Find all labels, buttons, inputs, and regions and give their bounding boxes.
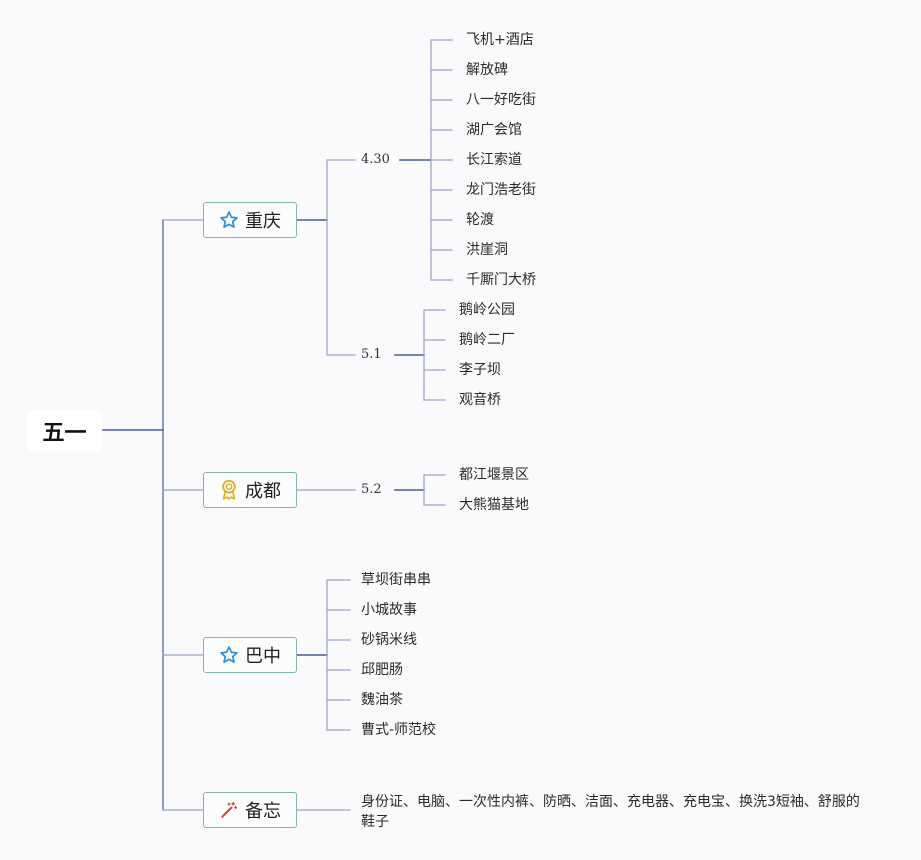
branch-memo[interactable]: 备忘: [203, 792, 297, 828]
date-node-5-2[interactable]: 5.2: [361, 482, 382, 497]
date-node-5-1[interactable]: 5.1: [361, 347, 382, 362]
topic-item[interactable]: 解放碑: [466, 62, 508, 78]
topic-item[interactable]: 砂锅米线: [361, 632, 417, 648]
star-icon: [219, 210, 239, 230]
star-icon: [219, 645, 239, 665]
branch-label: 巴中: [245, 646, 281, 667]
topic-item[interactable]: 湖广会馆: [466, 122, 522, 138]
topic-item[interactable]: 鹅岭二厂: [459, 332, 515, 348]
branch-label: 备忘: [245, 801, 281, 822]
branch-bazhong[interactable]: 巴中: [203, 637, 297, 673]
memo-text[interactable]: 身份证、电脑、一次性内裤、防晒、洁面、充电器、充电宝、换洗3短袖、舒服的鞋子: [361, 794, 860, 830]
topic-item[interactable]: 大熊猫基地: [459, 497, 529, 513]
topic-item[interactable]: 八一好吃街: [466, 92, 536, 108]
topic-item[interactable]: 都江堰景区: [459, 467, 529, 483]
branch-label: 成都: [245, 481, 281, 502]
date-node-4-30[interactable]: 4.30: [361, 152, 390, 167]
topic-item[interactable]: 魏油茶: [361, 692, 403, 708]
topic-item[interactable]: 鹅岭公园: [459, 302, 515, 318]
topic-item[interactable]: 小城故事: [361, 602, 417, 618]
root-label: 五一: [42, 421, 87, 446]
topic-item[interactable]: 千厮门大桥: [466, 272, 536, 288]
topic-item[interactable]: 观音桥: [459, 392, 501, 408]
topic-item[interactable]: 曹式-师范校: [361, 722, 437, 738]
magic-wand-icon: [219, 800, 239, 820]
branch-chongqing[interactable]: 重庆: [203, 202, 297, 238]
topic-item[interactable]: 龙门浩老街: [466, 182, 536, 198]
root-node[interactable]: 五一: [27, 410, 102, 452]
topic-item[interactable]: 洪崖洞: [466, 242, 508, 258]
branch-chengdu[interactable]: 成都: [203, 472, 297, 508]
medal-icon: [219, 479, 239, 500]
topic-item[interactable]: 邱肥肠: [361, 662, 403, 678]
branch-label: 重庆: [245, 211, 281, 232]
topic-item[interactable]: 长江索道: [466, 152, 522, 168]
topic-item[interactable]: 李子坝: [459, 362, 501, 378]
topic-item[interactable]: 轮渡: [466, 212, 494, 228]
topic-item[interactable]: 草坝街串串: [361, 572, 431, 588]
topic-item[interactable]: 飞机+酒店: [466, 32, 534, 48]
